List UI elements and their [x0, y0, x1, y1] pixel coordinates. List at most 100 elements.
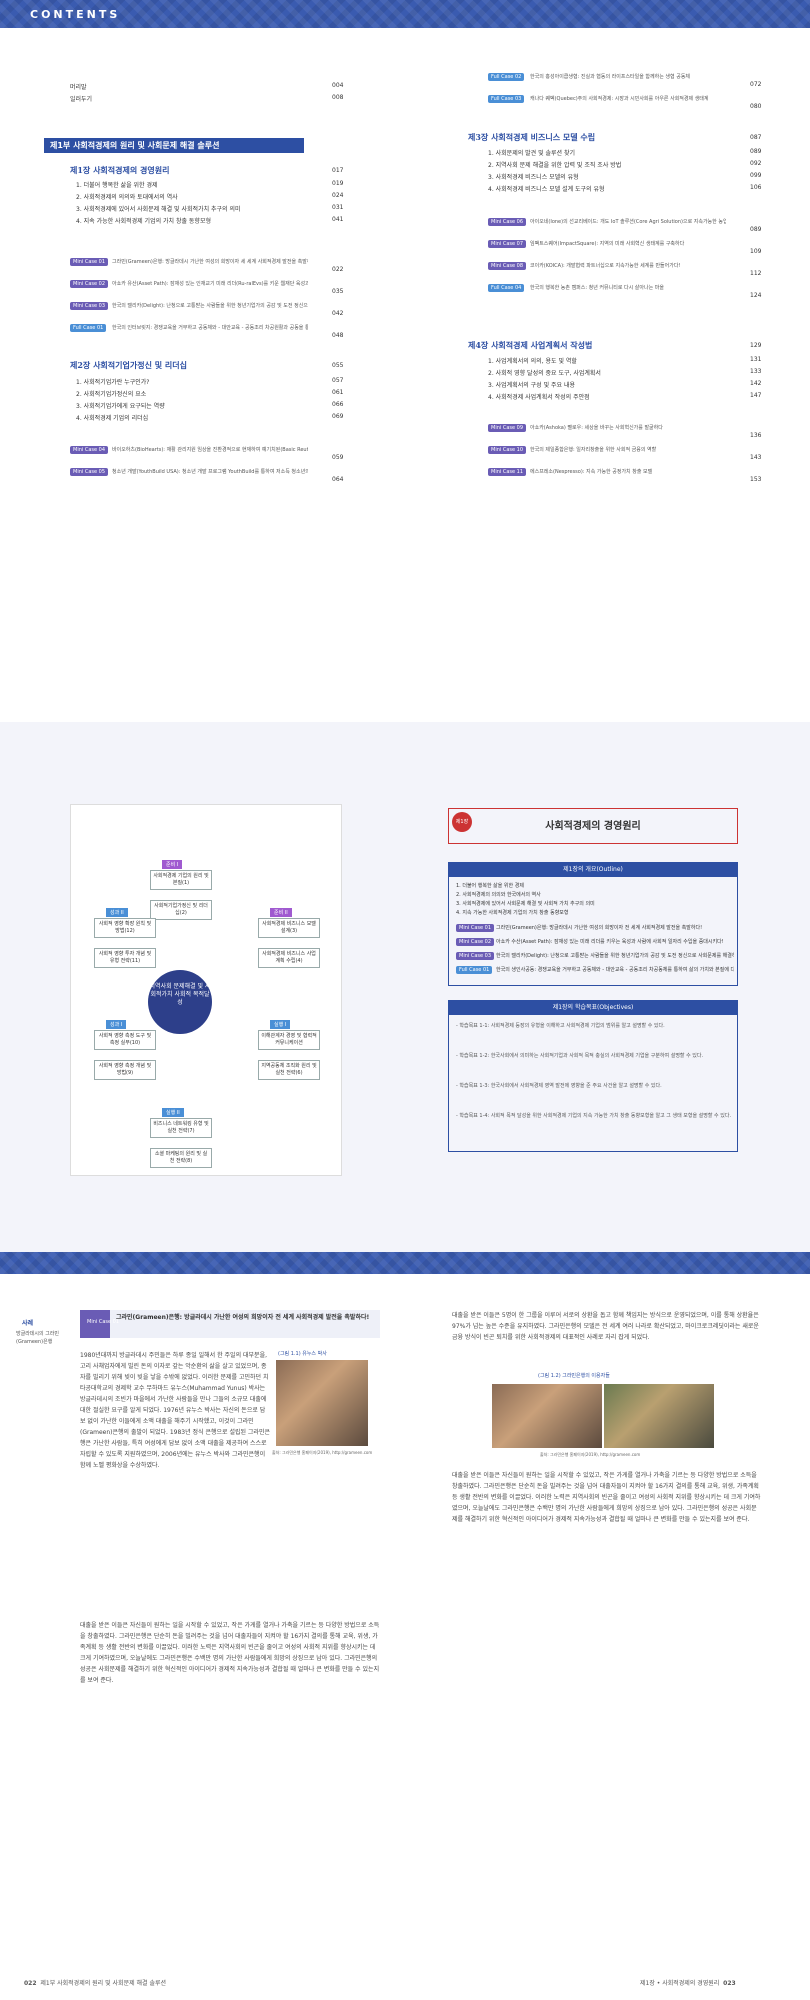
- diagram-node-a-1: 사회적경제 비즈니스 모델 설계(3): [258, 918, 320, 938]
- ch3-page: 087: [750, 134, 762, 141]
- casesR-text-0: 한국의 홍성아이쿱생협: 진실과 협동의 라이프스타일을 함께하는 생협 공동체: [530, 74, 691, 80]
- objectives-panel: 제1장의 학습목표(Objectives): [448, 1000, 738, 1152]
- separator-band-bottom: [0, 1252, 810, 1274]
- front-1-page: 008: [332, 94, 344, 101]
- casesR-tag-0[interactable]: Full Case 02: [488, 73, 525, 81]
- diagram-node-b-1: 사회적경제 비즈니스 사업계획 수립(4): [258, 948, 320, 968]
- ch1-item-1-label[interactable]: 2. 사회적경제의 의의와 토대에서의 역사: [76, 194, 178, 201]
- chapter-number-badge: 제1장: [452, 812, 472, 832]
- diagram-node-b-4: 사회적 영향 측정 개념 및 방법(9): [94, 1060, 156, 1080]
- outline-case-tag-1[interactable]: Mini Case 02: [456, 938, 495, 946]
- ch2-item-3-label[interactable]: 4. 사회적경제 기업의 리더십: [76, 415, 149, 422]
- ch2-item-3-page: 069: [332, 413, 344, 420]
- outline-item-0: 1. 더불어 행복한 삶을 위한 경제: [456, 883, 524, 889]
- diagram-tag-2: 실행 I: [270, 1020, 291, 1029]
- ch3-item-1-label[interactable]: 2. 지역사회 문제 해결을 위한 압력 및 조직 조사 방법: [488, 162, 622, 169]
- diagram-center: 지역사회 문제해결 및 사회적가치 사회적 목적달성: [148, 970, 212, 1034]
- contents-title: CONTENTS: [30, 8, 121, 21]
- diagram-node-a-0: 사회적경제 기업의 원리 및 본질(1): [150, 870, 212, 890]
- ch1-item-2-label[interactable]: 3. 사회적경제에 있어서 사회문제 해결 및 사회적가치 추구의 의미: [76, 206, 241, 213]
- diagram-node-a-3: 비즈니스 네트워킹 유형 및 실천 전략(7): [150, 1118, 212, 1138]
- ch3-title[interactable]: 제3장 사회적경제 비즈니스 모델 수립: [468, 132, 596, 142]
- cases1-text-0: 그라민(Grameen)은행: 방글라데시 가난한 여성의 희망이자 세 세계 …: [112, 259, 308, 265]
- cases2-page-0: 059: [332, 454, 344, 461]
- ch4-item-0-label[interactable]: 1. 사업계획서의 의의, 용도 및 역할: [488, 358, 577, 365]
- ch2-page: 055: [332, 362, 344, 369]
- case-side-sub: 방글라데시의 그라민(Grameen)은행: [16, 1331, 59, 1345]
- cases4-tag-2[interactable]: Mini Case 11: [488, 468, 527, 476]
- ch1-page: 017: [332, 167, 344, 174]
- cases1-tag-2[interactable]: Mini Case 03: [70, 302, 109, 310]
- ch2-title[interactable]: 제2장 사회적기업가정신 및 리더십: [70, 360, 187, 370]
- case-box-tag: Mini Case 01: [87, 1319, 120, 1325]
- cases4-page-0: 136: [750, 432, 762, 439]
- cases1-tag-0[interactable]: Mini Case 01: [70, 258, 109, 266]
- ch2-item-1-label[interactable]: 2. 사회적기업가정신의 요소: [76, 391, 147, 398]
- ch4-page: 129: [750, 342, 762, 349]
- casesR-text-1: 캐나다 퀘벡(Quebec)주의 사회적경제: 시장과 시민사회를 아우른 사회…: [530, 96, 709, 102]
- part1-title[interactable]: 제1부 사회적경제의 원리 및 사회문제 해결 솔루션: [44, 138, 304, 153]
- casesR-page-1: 080: [750, 103, 762, 110]
- casesR-tag-1[interactable]: Full Case 03: [488, 95, 525, 103]
- article-body-right: 대출을 받은 이들은 5명이 한 그룹을 이루어 서로의 상환을 돕고 함께 책…: [452, 1312, 759, 1341]
- objective-0: - 학습목표 1-1: 사회적경제 등장의 유형을 이해하고 사회적경제 기업의…: [456, 1023, 665, 1029]
- diagram-tag-0: 준비 I: [162, 860, 183, 869]
- objective-3: - 학습목표 1-4: 사회적 목적 달성을 위한 사회적경제 기업의 지속 가…: [456, 1113, 732, 1119]
- cases1-page-1: 035: [332, 288, 344, 295]
- cases3-tag-1[interactable]: Mini Case 07: [488, 240, 527, 248]
- case-side-label: 사례: [22, 1320, 34, 1327]
- ch3-item-3-label[interactable]: 4. 사회적경제 비즈니스 모델 설계 도구의 유형: [488, 186, 605, 193]
- cases1-tag-3[interactable]: Full Case 01: [70, 324, 107, 332]
- diagram-node-a-5: 사회적 영향 확장 원칙 및 방법(12): [94, 918, 156, 938]
- ch1-item-3-label[interactable]: 4. 지속 가능한 사회적경제 기업의 가치 창출 동향모형: [76, 218, 211, 225]
- ch1-item-1-page: 024: [332, 192, 344, 199]
- cases1-tag-1[interactable]: Mini Case 02: [70, 280, 109, 288]
- outline-case-text-1: 아쇼카 수산(Asset Path): 잠재성 있는 미래 리더를 키우는 육성…: [496, 939, 724, 945]
- ch2-item-2-page: 066: [332, 401, 344, 408]
- cases3-tag-0[interactable]: Mini Case 06: [488, 218, 527, 226]
- outline-case-tag-3[interactable]: Full Case 01: [456, 966, 493, 974]
- ch3-item-0-label[interactable]: 1. 사회문제의 발견 및 솔루션 찾기: [488, 150, 576, 157]
- cases4-tag-1[interactable]: Mini Case 10: [488, 446, 527, 454]
- figure-2-source: 출처: 그라민은행 홈페이지(2019), http://grameen.com: [540, 1452, 641, 1457]
- footer-right-page: 023: [723, 1980, 736, 1987]
- cases3-tag-2[interactable]: Mini Case 08: [488, 262, 527, 270]
- front-0-label[interactable]: 머리말: [70, 84, 87, 91]
- ch4-item-3-label[interactable]: 4. 사회적경제 사업계획서 작성의 주안점: [488, 394, 590, 401]
- ch2-item-2-label[interactable]: 3. 사회적기업가에게 요구되는 역량: [76, 403, 165, 410]
- diagram-node-b-2: 지역공동체 조직화 원리 및 실천 전략(6): [258, 1060, 320, 1080]
- outline-case-tag-0[interactable]: Mini Case 01: [456, 924, 495, 932]
- diagram-node-b-0: 사회적기업가정신 및 리더십(2): [150, 900, 212, 920]
- cases3-text-2: 코이카(KOICA): 개발협력 파트너십으로 지속가능한 세계를 만들어가다!: [530, 263, 681, 269]
- ch2-item-0-page: 057: [332, 377, 344, 384]
- ch2-item-0-label[interactable]: 1. 사회적기업가란 누구인가?: [76, 379, 150, 386]
- outline-heading: 제1장의 개요(Outline): [449, 863, 737, 877]
- cases3-tag-3[interactable]: Full Case 04: [488, 284, 525, 292]
- ch1-title[interactable]: 제1장 사회적경제의 경영원리: [70, 165, 170, 175]
- ch4-item-2-page: 142: [750, 380, 762, 387]
- diagram-node-a-2: 이해관계자 경영 및 협력적 커뮤니케이션: [258, 1030, 320, 1050]
- cases4-text-0: 아쇼카(Ashoka) 펠로우: 세상을 바꾸는 사회혁신가를 발굴하다: [530, 425, 663, 431]
- ch4-item-2-label[interactable]: 3. 사업계획서의 구성 및 주요 내용: [488, 382, 576, 389]
- cases4-tag-0[interactable]: Mini Case 09: [488, 424, 527, 432]
- outline-item-1: 2. 사회적경제의 의의와 한국에서의 역사: [456, 892, 541, 898]
- ch3-item-1-page: 092: [750, 160, 762, 167]
- ch1-item-0-label[interactable]: 1. 더불어 행복한 삶을 위한 경제: [76, 182, 158, 189]
- case-box-title: 그라민(Grameen)은행: 방글라데시 가난한 여성의 희망이자 전 세계 …: [116, 1314, 370, 1321]
- cases3-text-3: 한국의 행복한 농촌 캠퍼스: 청년 커뮤니티로 다시 살아나는 마을: [530, 285, 665, 291]
- ch4-title[interactable]: 제4장 사회적경제 사업계획서 작성법: [468, 340, 593, 350]
- diagram-node-b-5: 사회적 영향 투자 개념 및 유형 전략(11): [94, 948, 156, 968]
- outline-case-text-3: 한국의 생인사공동: 경쟁교육을 거부하고 공동체와 - 대안교육 - 공동조리…: [496, 967, 734, 973]
- front-0-page: 004: [332, 82, 344, 89]
- outline-case-tag-2[interactable]: Mini Case 03: [456, 952, 495, 960]
- cases4-text-1: 한국의 제일종합은행: 일자리창출을 위한 사회적 금융의 역할: [530, 447, 657, 453]
- ch4-item-1-label[interactable]: 2. 사회적 영향 달성의 중요 도구, 사업계획서: [488, 370, 601, 377]
- cases3-page-2: 112: [750, 270, 762, 277]
- front-1-label[interactable]: 일러두기: [70, 96, 93, 103]
- cases2-text-0: 바이오하츠(BioHearts): 재활 관리지원 임상을 진환경적으로 현재하…: [112, 447, 308, 453]
- ch3-item-2-label[interactable]: 3. 사회적경제 비즈니스 모델의 유형: [488, 174, 579, 181]
- cases1-text-2: 한국의 델리카(Delight): 난청으로 고통받는 사람들을 위한 청년기업…: [112, 303, 308, 309]
- footer-left: 022 제1부 사회적경제의 원리 및 사회문제 해결 솔루션: [24, 1978, 166, 1987]
- cases2-tag-0[interactable]: Mini Case 04: [70, 446, 109, 454]
- cases2-tag-1[interactable]: Mini Case 05: [70, 468, 109, 476]
